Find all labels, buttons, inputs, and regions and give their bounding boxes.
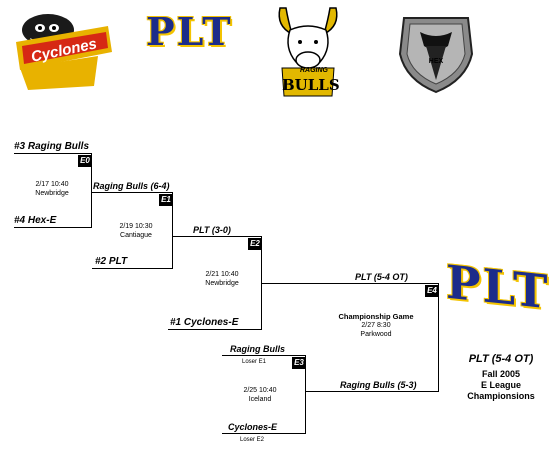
champion-caption: PLT (5-4 OT) Fall 2005 E League Champion… xyxy=(456,354,546,402)
bracket-line xyxy=(14,153,92,154)
bracket-line xyxy=(92,268,173,269)
game-venue: Parkwood xyxy=(360,331,392,338)
final-bottom-label: Raging Bulls (5-3) xyxy=(340,380,417,390)
game-tag-e3: E3 xyxy=(292,357,306,369)
round3-top-label: PLT (3-0) xyxy=(193,225,231,235)
e3-top-note: Loser E1 xyxy=(242,359,267,365)
seed-1-label: #1 Cyclones-E xyxy=(170,317,239,328)
bracket-line xyxy=(91,153,92,227)
hex-logo: HEX xyxy=(396,10,476,94)
champion-league: E League xyxy=(480,380,521,390)
final-top-label: PLT (5-4 OT) xyxy=(355,272,408,282)
bracket-line xyxy=(222,433,306,434)
championship-title: Championship Game xyxy=(338,312,414,321)
e3-bottom-label: Cyclones-E xyxy=(228,422,278,432)
bracket-line xyxy=(305,355,306,433)
champion-title: Championsions xyxy=(467,391,535,401)
e3-top-label: Raging Bulls xyxy=(230,344,286,354)
seed-2-label: #2 PLT xyxy=(95,256,128,267)
cyclones-logo-graphic xyxy=(16,14,112,90)
game-tag-e0: E0 xyxy=(78,155,92,167)
game-info-e0: 2/17 10:40 Newbridge xyxy=(22,180,82,198)
game-tag-e4: E4 xyxy=(425,285,439,297)
champion-season: Fall 2005 xyxy=(481,369,521,379)
champion-record: PLT (5-4 OT) xyxy=(468,353,534,365)
game-date: 2/19 10:30 xyxy=(119,223,153,230)
game-info-e3: 2/25 10:40 Iceland xyxy=(228,386,292,404)
game-info-e4: Championship Game 2/27 8:30 Parkwood xyxy=(326,312,426,339)
raging-bulls-logo-top-text: RAGING xyxy=(300,67,328,74)
game-info-e2: 2/21 10:40 Newbridge xyxy=(190,270,254,288)
game-venue: Cantiague xyxy=(120,232,152,239)
game-info-e1: 2/19 10:30 Cantiague xyxy=(106,222,166,240)
bracket-line xyxy=(438,283,439,391)
game-date: 2/17 10:40 xyxy=(35,181,69,188)
e3-bottom-note: Loser E2 xyxy=(240,437,265,443)
game-venue: Iceland xyxy=(248,396,272,403)
raging-bulls-logo-graphic xyxy=(278,7,338,97)
seed-4-label: #4 Hex-E xyxy=(14,215,57,226)
champion-logo-text: PLT xyxy=(446,254,550,320)
cyclones-logo: Cyclones xyxy=(8,8,116,92)
bracket-line xyxy=(172,192,173,268)
game-venue: Newbridge xyxy=(205,280,239,287)
bracket-line xyxy=(261,283,439,284)
game-date: 2/27 8:30 xyxy=(361,322,391,329)
game-date: 2/21 10:40 xyxy=(205,271,239,278)
champion-logo: PLT xyxy=(446,255,549,320)
game-tag-e2: E2 xyxy=(248,238,262,250)
bracket-line xyxy=(172,236,262,237)
seed-3-label: #3 Raging Bulls xyxy=(14,141,90,152)
hex-logo-text: HEX xyxy=(428,58,444,65)
raging-bulls-logo: RAGING BULLS xyxy=(272,4,344,100)
hex-logo-graphic xyxy=(398,17,474,94)
bracket-line xyxy=(305,391,439,392)
game-venue: Newbridge xyxy=(35,190,69,197)
plt-logo-top: PLT xyxy=(146,9,233,54)
bracket-line xyxy=(168,329,262,330)
game-tag-e1: E1 xyxy=(159,194,173,206)
bracket-line xyxy=(91,192,173,193)
game-date: 2/25 10:40 xyxy=(243,387,277,394)
bracket-line xyxy=(222,355,306,356)
round2-top-label: Raging Bulls (6-4) xyxy=(93,181,170,191)
bracket-line xyxy=(261,236,262,329)
raging-bulls-logo-bottom-text: BULLS xyxy=(282,76,340,94)
bracket-line xyxy=(14,227,92,228)
